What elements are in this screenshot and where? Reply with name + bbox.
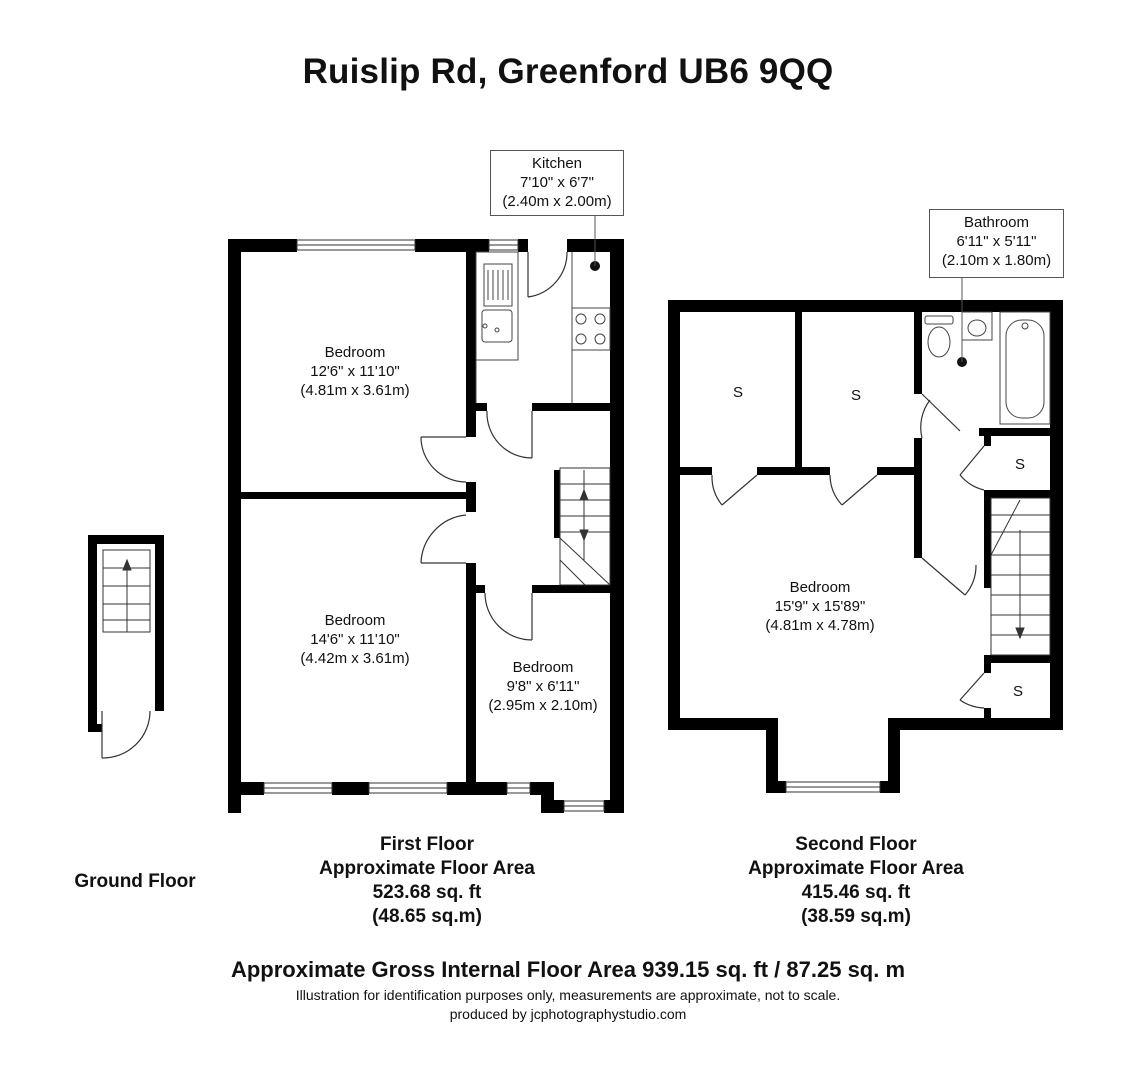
- floor-name: Second Floor: [795, 834, 917, 855]
- room-label-second-floor-bedroom: Bedroom 15'9" x 15'89" (4.81m x 4.78m): [735, 578, 905, 635]
- kitchen-fittings: [475, 251, 611, 403]
- room-dims-imperial: 6'11" x 5'11": [956, 233, 1037, 250]
- second-floor-stairs: [990, 497, 1051, 656]
- room-dims-metric: (4.42m x 3.61m): [300, 650, 410, 667]
- first-floor-walls: [228, 239, 624, 813]
- room-dims-imperial: 15'9" x 15'89": [774, 598, 866, 615]
- ground-floor-caption: Ground Floor: [74, 871, 196, 892]
- ground-floor-stairs: [102, 549, 151, 633]
- first-floor-caption: First Floor Approximate Floor Area 523.6…: [297, 833, 557, 929]
- first-floor-windows: [263, 239, 605, 812]
- kitchen-callout: Kitchen 7'10" x 6'7" (2.40m x 2.00m): [490, 150, 624, 216]
- floor-area-label: Approximate Floor Area: [748, 858, 964, 879]
- room-dims-metric: (2.10m x 1.80m): [941, 252, 1052, 269]
- floor-area-label: Approximate Floor Area: [319, 858, 535, 879]
- room-name: Bedroom: [324, 344, 386, 361]
- floor-area-sqft: 415.46 sq. ft: [801, 882, 911, 903]
- storage-label: S: [1014, 456, 1025, 473]
- room-label-bedroom-3: Bedroom 9'8" x 6'11" (2.95m x 2.10m): [477, 658, 609, 715]
- floor-area-sqm: (38.59 sq.m): [801, 906, 911, 927]
- storage-label: S: [1012, 683, 1023, 700]
- floor-name: First Floor: [380, 834, 474, 855]
- room-label-bedroom-2: Bedroom 14'6" x 11'10" (4.42m x 3.61m): [275, 611, 435, 668]
- first-floor-stairs: [559, 467, 611, 586]
- ground-floor-plan: [88, 535, 164, 732]
- bathroom-callout: Bathroom 6'11" x 5'11" (2.10m x 1.80m): [929, 209, 1064, 278]
- room-dims-imperial: 7'10" x 6'7": [520, 174, 594, 191]
- second-floor-walls: [668, 300, 1063, 793]
- second-floor-doors: [711, 393, 985, 709]
- room-dims-metric: (4.81m x 3.61m): [300, 382, 410, 399]
- second-floor-window: [785, 781, 881, 793]
- disclaimer-text: Illustration for identification purposes…: [295, 987, 841, 1003]
- room-label-bedroom-1: Bedroom 12'6" x 11'10" (4.81m x 3.61m): [275, 343, 435, 400]
- first-floor-doors: [420, 251, 568, 641]
- room-dims-metric: (2.40m x 2.00m): [502, 193, 612, 210]
- room-name: Bedroom: [789, 579, 851, 596]
- floor-area-sqft: 523.68 sq. ft: [372, 882, 482, 903]
- room-name: Bedroom: [512, 659, 574, 676]
- page-title: Ruislip Rd, Greenford UB6 9QQ: [302, 52, 834, 91]
- room-name: Bedroom: [324, 612, 386, 629]
- room-dims-imperial: 14'6" x 11'10": [310, 631, 400, 648]
- storage-label: S: [732, 384, 743, 401]
- room-name: Bathroom: [963, 214, 1030, 231]
- room-dims-imperial: 9'8" x 6'11": [506, 678, 580, 695]
- room-name: Kitchen: [531, 155, 583, 172]
- bathroom-fittings: [924, 311, 1051, 425]
- room-dims-metric: (4.81m x 4.78m): [765, 617, 875, 634]
- room-dims-metric: (2.95m x 2.10m): [488, 697, 598, 714]
- gross-floor-area: Approximate Gross Internal Floor Area 93…: [230, 957, 906, 982]
- room-dims-imperial: 12'6" x 11'10": [310, 363, 400, 380]
- floor-area-sqm: (48.65 sq.m): [372, 906, 482, 927]
- ground-floor-door: [101, 710, 151, 759]
- credit-text: produced by jcphotographystudio.com: [449, 1006, 687, 1022]
- storage-label: S: [850, 387, 861, 404]
- second-floor-caption: Second Floor Approximate Floor Area 415.…: [726, 833, 986, 929]
